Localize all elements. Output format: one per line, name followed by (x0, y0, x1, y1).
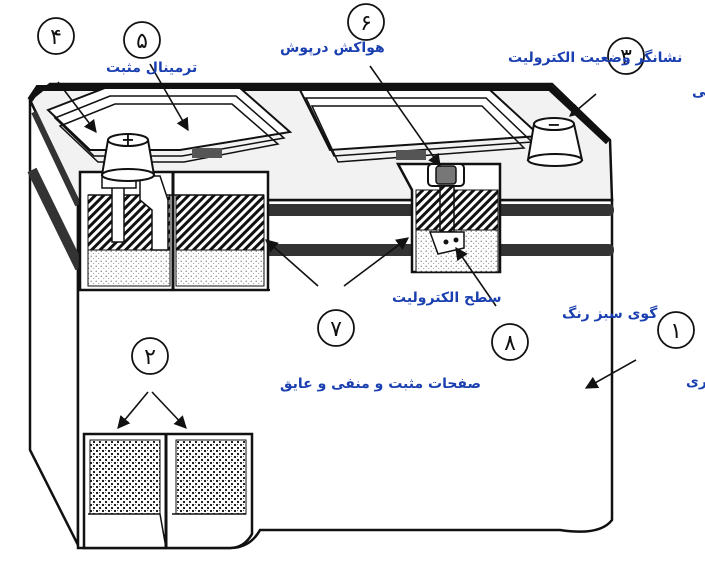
svg-text:۱: ۱ (670, 319, 682, 344)
svg-text:۵: ۵ (136, 29, 148, 54)
number-circles: ۴ ۵ ۶ ۳ ۷ ۸ ۱ ۲ (37, 3, 695, 375)
label-vent-cover: هواکش درپوش (280, 40, 385, 56)
arrow-vent-cover (149, 63, 189, 132)
arrow-indicator (369, 65, 441, 168)
callout-6-circle: ۶ (347, 3, 385, 41)
negative-sign: − (547, 115, 560, 134)
arrow-positive-terminal (57, 81, 97, 134)
callout-7-circle: ۷ (317, 309, 355, 347)
svg-text:۴: ۴ (50, 25, 62, 50)
label-electrolyte-level: سطح الکترولیت (392, 290, 501, 306)
label-battery-case: جعبه باتری (686, 374, 705, 390)
vent-cover-plates (46, 87, 543, 163)
arrow-plates-left (117, 391, 149, 429)
callout-8-circle: ۸ (491, 323, 529, 361)
indicator-cutaway (395, 162, 502, 274)
plates-cutaway (82, 432, 254, 550)
callout-5-circle: ۵ (123, 21, 161, 59)
svg-text:۸: ۸ (504, 331, 516, 356)
arrow-electrolyte-left (265, 239, 319, 287)
leader-lines (57, 63, 637, 429)
arrow-green-ball (455, 246, 497, 307)
callout-4-circle: ۴ (37, 17, 75, 55)
callout-2-circle: ۲ (131, 337, 169, 375)
callout-1-circle: ۱ (657, 311, 695, 349)
labels: ترمینال مثبت هواکش درپوش نشانگر وضعیت ال… (106, 40, 705, 392)
arrow-electrolyte-right (343, 237, 410, 287)
label-plates: صفحات مثبت و منفی و عایق (280, 376, 481, 392)
arrow-case (584, 359, 637, 389)
positive-sign: + (121, 130, 134, 149)
positive-terminal: + (100, 130, 156, 182)
arrow-negative-terminal (569, 93, 597, 117)
negative-terminal: − (526, 115, 584, 167)
svg-text:۳: ۳ (620, 45, 632, 70)
callout-3-circle: ۳ (607, 37, 645, 75)
label-negative-terminal: ترمینال منفی (692, 84, 705, 100)
label-positive-terminal: ترمینال مثبت (106, 60, 197, 76)
label-green-ball: گوی سبز رنگ (562, 305, 658, 322)
arrow-plates-right (151, 391, 187, 429)
svg-text:۶: ۶ (360, 11, 372, 36)
svg-text:۷: ۷ (330, 317, 342, 342)
svg-text:۲: ۲ (144, 345, 156, 370)
cell-cutaway (78, 170, 270, 292)
label-electrolyte-indicator: نشانگر وضعیت الکترولیت (508, 49, 682, 66)
